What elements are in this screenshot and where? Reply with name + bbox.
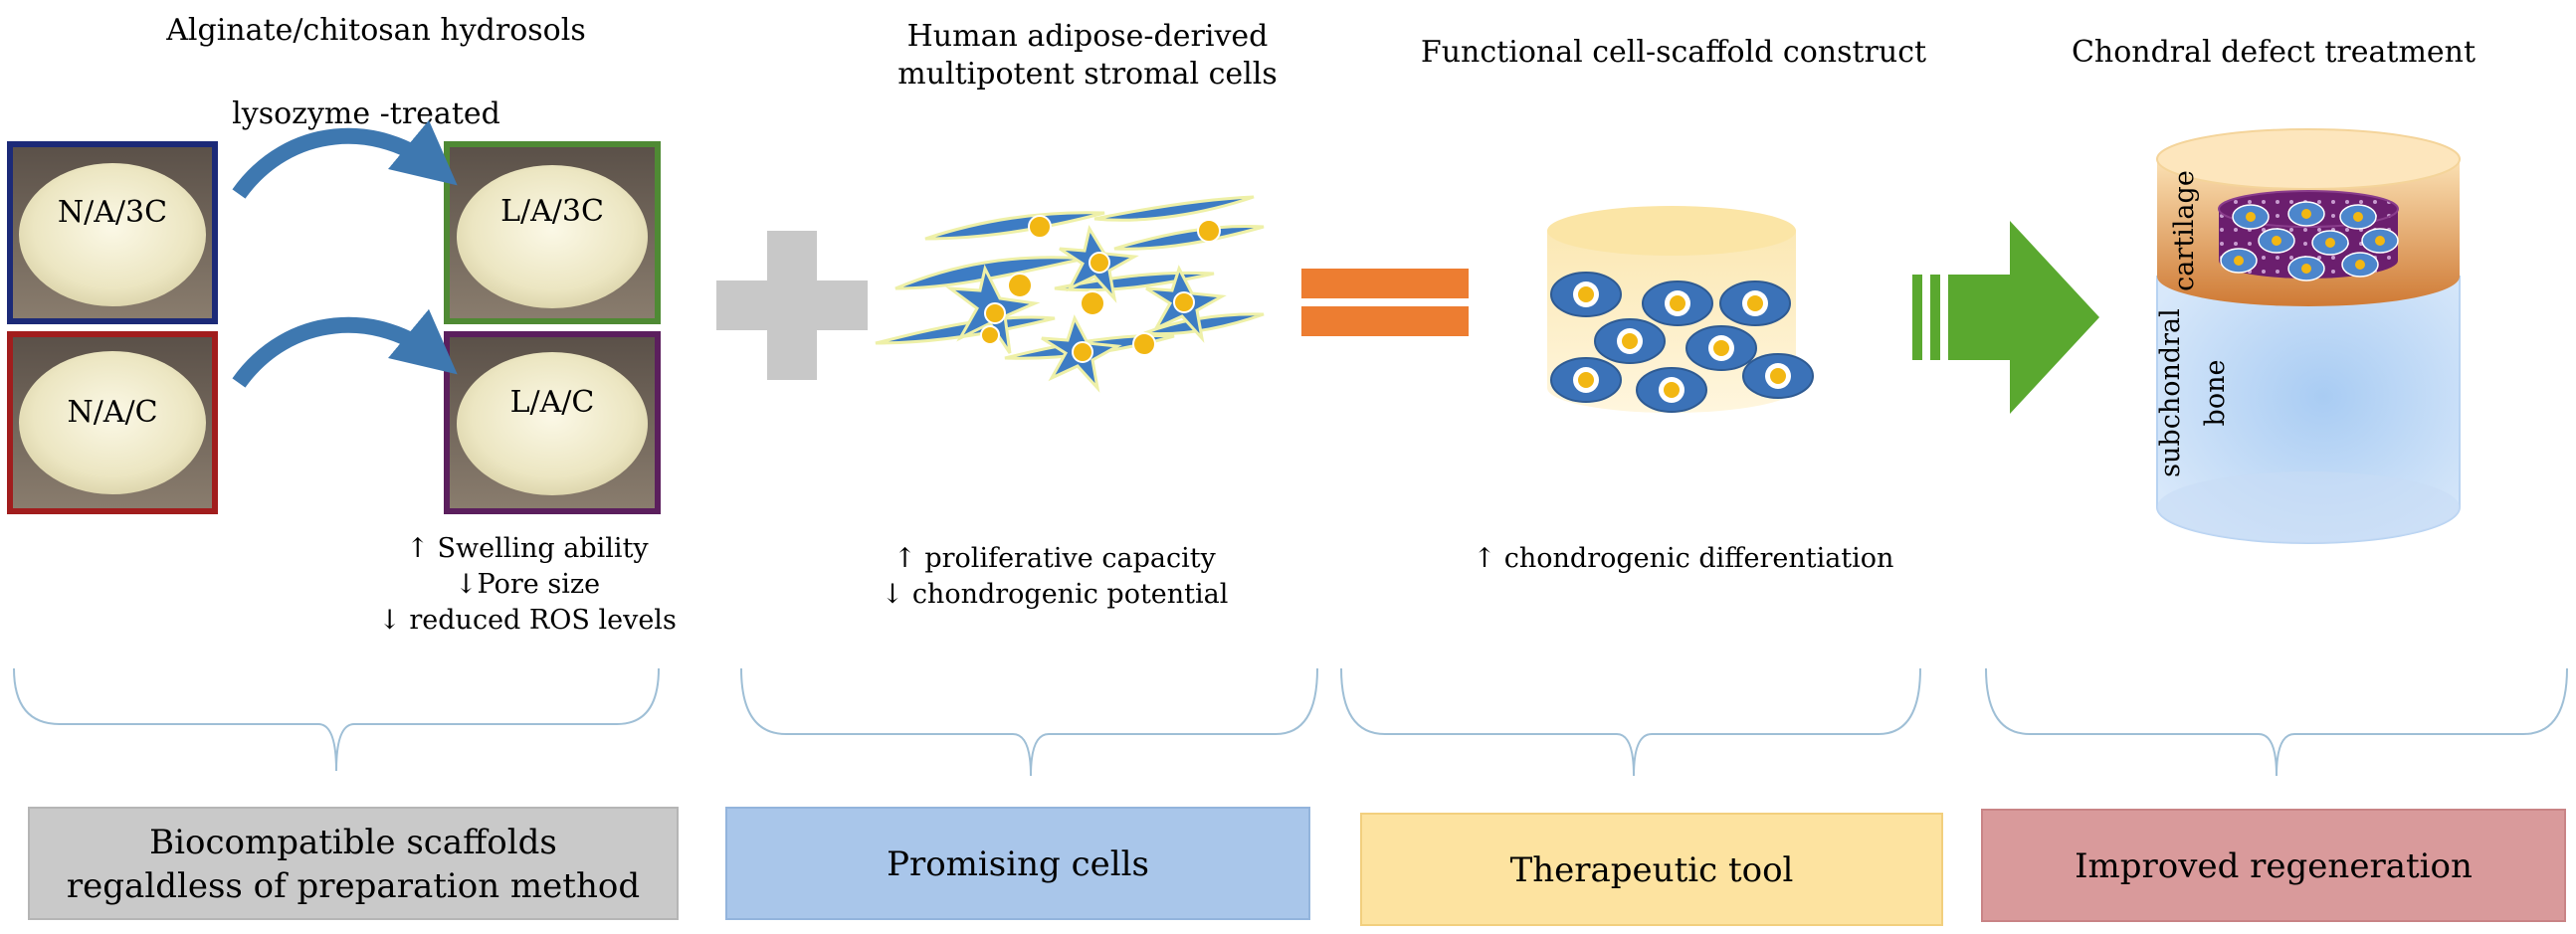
summary-treatment-text: Improved regeneration <box>2075 846 2473 886</box>
implanted-construct <box>2218 190 2399 281</box>
construct-note: ↑ chondrogenic differentiation <box>1474 543 1894 574</box>
summary-construct: Therapeutic tool <box>1360 813 1943 926</box>
sample-label: L/A/C <box>510 385 595 420</box>
bracket-cells <box>740 667 1318 777</box>
construct-title: Functional cell-scaffold construct <box>1421 35 1926 70</box>
scaffolds-title: Alginate/chitosan hydrosols <box>165 13 585 48</box>
bone-label-line: bone <box>2200 360 2231 427</box>
cartilage-label: cartilage <box>2169 170 2200 291</box>
cells-note: ↓ chondrogenic potential <box>882 579 1229 610</box>
summary-cells-text: Promising cells <box>887 844 1149 884</box>
treatment-panel: Chondral defect treatment <box>2072 35 2476 544</box>
sample-label: N/A/C <box>67 395 157 430</box>
construct-panel: Functional cell-scaffold construct <box>1421 35 1926 574</box>
result-arrow-icon <box>1912 221 2099 414</box>
sample-label: N/A/3C <box>58 195 167 230</box>
curved-arrow-bottom <box>232 308 458 388</box>
equals-icon <box>1301 269 1469 336</box>
encapsulated-cells <box>1550 272 1814 413</box>
plus-icon <box>716 231 868 380</box>
scaffold-note: ↓Pore size <box>455 569 600 600</box>
summary-construct-text: Therapeutic tool <box>1510 850 1794 890</box>
sample-tile-n-a-c: N/A/C <box>7 331 218 514</box>
scaffold-note: ↑ Swelling ability <box>406 533 649 564</box>
curved-arrow-top <box>232 119 458 199</box>
sample-tile-l-a-3c: L/A/3C <box>444 141 661 324</box>
bone-label-line: subchondral <box>2155 308 2186 477</box>
cells-panel: Human adipose-derived multipotent stroma… <box>875 19 1278 610</box>
sample-label: L/A/3C <box>500 194 604 229</box>
summary-scaffolds-line: regaldless of preparation method <box>67 866 640 906</box>
summary-treatment: Improved regeneration <box>1981 809 2566 922</box>
bracket-treatment <box>1985 667 2568 777</box>
sample-tile-n-a-3c: N/A/3C <box>7 141 218 324</box>
cells-title-line: multipotent stromal cells <box>897 57 1277 92</box>
treatment-title: Chondral defect treatment <box>2072 35 2476 70</box>
summary-cells: Promising cells <box>725 807 1310 920</box>
scaffold-note: ↓ reduced ROS levels <box>378 605 677 636</box>
lysozyme-label: lysozyme -treated <box>232 96 500 131</box>
brackets <box>13 667 2568 777</box>
summary-scaffolds-line: Biocompatible scaffolds <box>149 823 557 862</box>
cells-note: ↑ proliferative capacity <box>893 543 1216 574</box>
cells-title-line: Human adipose-derived <box>907 19 1269 54</box>
summary-scaffolds: Biocompatible scaffolds regaldless of pr… <box>28 807 679 920</box>
stromal-cells-illustration <box>875 195 1265 393</box>
scaffolds-panel: Alginate/chitosan hydrosols lysozyme -tr… <box>7 13 677 636</box>
cell-nuclei <box>980 215 1221 363</box>
bracket-construct <box>1340 667 1921 777</box>
bracket-scaffolds <box>13 667 660 772</box>
sample-tile-l-a-c: L/A/C <box>444 331 661 514</box>
